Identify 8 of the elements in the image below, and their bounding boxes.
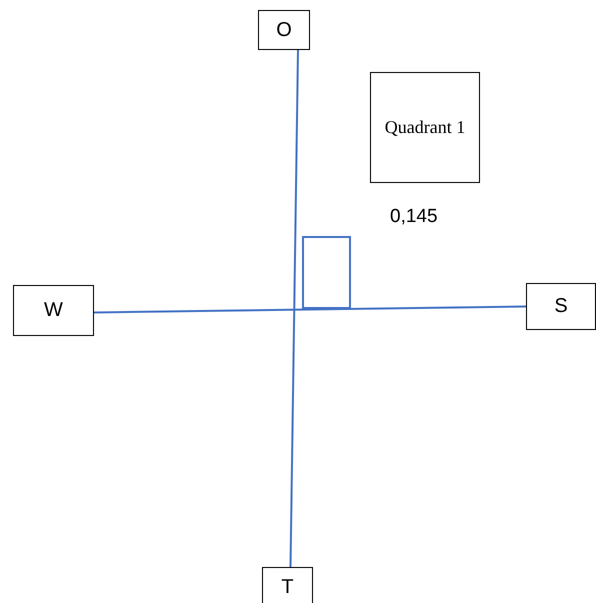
- quadrant-box: Quadrant 1: [370, 72, 480, 183]
- label-box: S: [526, 283, 596, 330]
- label-box: O: [258, 10, 310, 50]
- axis-line: [94, 306, 526, 314]
- label-box: W: [13, 285, 94, 336]
- coordinate-label: 0,145: [390, 206, 438, 228]
- label-box: T: [262, 567, 313, 603]
- axis-line: [290, 50, 299, 568]
